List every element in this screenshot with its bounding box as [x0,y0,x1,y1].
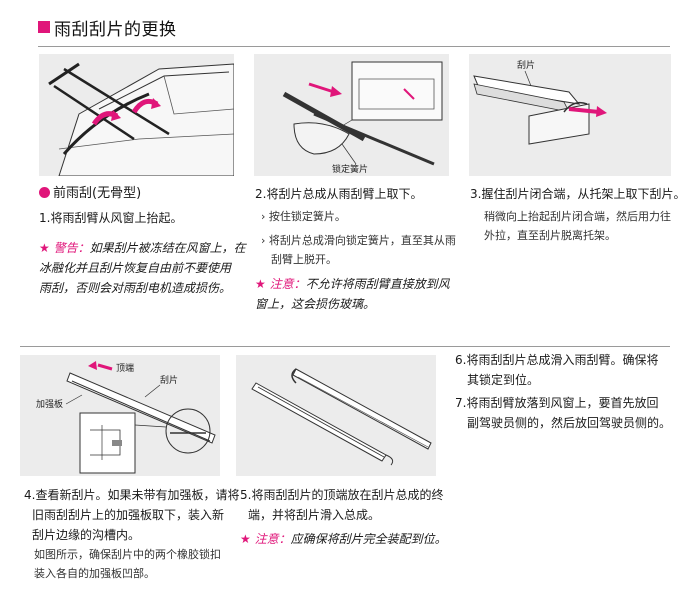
heading-bullet-icon [39,187,50,198]
step-6: 6.将雨刮刮片总成滑入雨刮臂。确保将 其锁定到位。 [455,350,658,390]
step-5: 5.将雨刮刮片的顶端放在刮片总成的终 端，并将刮片滑入总成。 [240,485,443,525]
step-3-detail-line-1: 稍微向上抬起刮片闭合端，然后用力往 [484,210,671,223]
step-2-sub-1-text: 按住锁定簧片。 [268,210,346,223]
figure-2-drawing: 锁定簧片 [282,61,443,175]
warning-line-2: 冰融化并且刮片恢复自由前不要使用 [39,261,232,275]
step-7: 7.将雨刮臂放落到风窗上，要首先放回 副驾驶员侧的，然后放回驾驶员侧的。 [455,393,671,433]
step-5-line-2: 端，并将刮片滑入总成。 [248,508,381,522]
lock-spring-callout: 锁定簧片 [332,163,368,175]
warning-label: 警告： [53,241,90,255]
step-2-sub-2-line-1: 将刮片总成滑向锁定簧片，直至其从雨 [268,234,456,247]
title-marker [38,21,50,33]
figure-3-drawing: 刮片 [473,59,607,145]
blade-callout-fig4: 刮片 [160,374,178,386]
figure-5-drawing [251,368,432,466]
step-2-caution: ★ 注意：不允许将雨刮臂直接放到风 窗上，这会损伤玻璃。 [255,274,450,314]
step-5-line-1: 5.将雨刮刮片的顶端放在刮片总成的终 [240,488,444,502]
step-1: 1.将雨刮臂从风窗上抬起。 [39,211,183,225]
figure-4-reinforcing-plate: 顶端 刮片 加强板 [20,355,220,476]
warning-line-1: 如果刮片被冻结在风窗上，在 [89,241,246,255]
tip-callout: 顶端 [116,362,134,374]
figure-2-release-lock: 锁定簧片 [254,54,449,176]
step-3-detail-line-2: 外拉，直至刮片脱离托架。 [484,229,616,242]
step-2-sub-2: › 将刮片总成滑向锁定簧片，直至其从雨 刮臂上脱开。 [261,231,456,269]
caution-star-icon: ★ [255,277,266,291]
plate-callout: 加强板 [36,398,63,410]
page-title-text: 雨刮刮片的更换 [54,19,177,40]
step-7-line-1: 7.将雨刮臂放落到风窗上，要首先放回 [455,396,659,410]
page-title: 雨刮刮片的更换 [38,17,177,40]
step-1-warning: ★ 警告：如果刮片被冻结在风窗上，在 冰融化并且刮片恢复自由前不要使用 雨刮，否… [39,238,246,298]
step-4-detail-line-2: 装入各自的加强板凹部。 [34,567,155,580]
step-4-line-1: 4.查看新刮片。如果未带有加强板，请将 [24,488,240,502]
caution-label: 注意： [269,277,306,291]
step-3: 3.握住刮片闭合端，从托架上取下刮片。 [470,187,686,201]
caution-label: 注意： [254,532,291,546]
figure-5-slide-blade [236,355,436,476]
step-5-caution: ★ 注意：应确保将刮片完全装配到位。 [240,529,447,549]
middle-rule [20,346,670,347]
step-4-detail: 如图所示，确保刮片中的两个橡胶锁扣 装入各自的加强板凹部。 [34,545,221,583]
front-wiper-heading-text: 前雨刮(无骨型) [53,186,142,201]
blade-callout-fig3: 刮片 [517,59,535,71]
caution-star-icon: ★ [240,532,251,546]
figure-1-drawing [48,62,234,176]
caution-text: 应确保将刮片完全装配到位。 [290,532,447,546]
sub-bullet-icon: › [261,210,266,223]
figure-3-remove-blade: 刮片 [469,54,671,176]
step-4: 4.查看新刮片。如果未带有加强板，请将 旧雨刮刮片上的加强板取下，装入新 刮片边… [24,485,239,545]
step-2-sub-2-line-2: 刮臂上脱开。 [271,253,337,266]
step-6-line-2: 其锁定到位。 [467,373,540,387]
warning-line-3: 雨刮，否则会对雨刮电机造成损伤。 [39,281,232,295]
front-wiper-heading: 前雨刮(无骨型) [39,184,141,204]
caution-line-2: 窗上，这会损伤玻璃。 [255,297,376,311]
step-4-detail-line-1: 如图所示，确保刮片中的两个橡胶锁扣 [34,548,221,561]
step-7-line-2: 副驾驶员侧的，然后放回驾驶员侧的。 [467,416,672,430]
figure-1-lift-arm [39,54,234,176]
step-2: 2.将刮片总成从雨刮臂上取下。 [255,187,423,201]
caution-line-1: 不允许将雨刮臂直接放到风 [305,277,450,291]
sub-bullet-icon: › [261,234,266,247]
step-6-line-1: 6.将雨刮刮片总成滑入雨刮臂。确保将 [455,353,659,367]
step-2-sub-1: › 按住锁定簧片。 [261,207,346,226]
step-4-line-2: 旧雨刮刮片上的加强板取下，装入新 [32,508,225,522]
warning-star-icon: ★ [39,241,50,255]
step-4-line-3: 刮片边缘的沟槽内。 [32,528,141,542]
title-rule [38,46,670,47]
figure-4-drawing: 顶端 刮片 加强板 [36,361,216,474]
step-3-detail: 稍微向上抬起刮片闭合端，然后用力往 外拉，直至刮片脱离托架。 [484,207,671,245]
